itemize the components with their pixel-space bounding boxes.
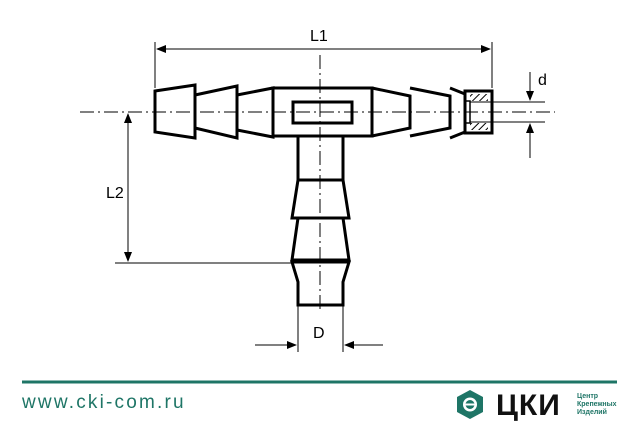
website-url[interactable]: www.cki-com.ru: [22, 392, 186, 413]
logo-icon: [457, 390, 483, 419]
dim-d-label: d: [538, 72, 547, 89]
dim-L2-label: L2: [106, 185, 124, 202]
brand-sub-2: Крепежных: [577, 401, 617, 408]
dim-D-label: D: [313, 325, 325, 342]
horizontal-run: [153, 83, 494, 140]
centerlines: [80, 55, 555, 312]
brand-sub-3: Изделий: [577, 409, 607, 416]
brand-sub-1: Центр: [577, 393, 599, 400]
brand-name: ЦКИ: [496, 389, 561, 422]
dim-L1-label: L1: [310, 28, 328, 45]
dimension-lines: [115, 42, 545, 352]
